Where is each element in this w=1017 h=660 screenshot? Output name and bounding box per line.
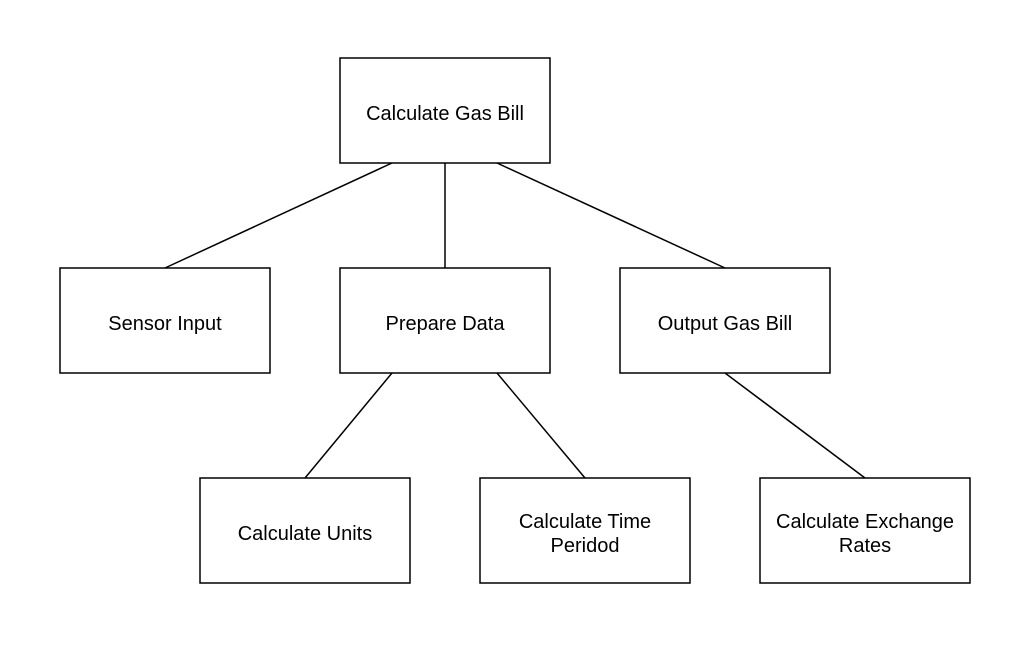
node-label: Output Gas Bill [658,313,793,335]
node-label: Sensor Input [108,313,222,335]
node-label-line-2: Rates [839,535,891,557]
node-label: Calculate Gas Bill [366,103,524,125]
node-calculate-time-period[interactable]: Calculate Time Peridod [479,477,691,584]
node-sensor-input[interactable]: Sensor Input [59,267,271,374]
node-label-line-2: Peridod [551,535,620,557]
edge-prepare-data-to-calculate-units [304,372,393,479]
edge-prepare-data-to-calculate-time-period [496,372,586,479]
edge-root-to-output-gas-bill [496,162,726,269]
node-box [759,477,971,584]
node-label: Prepare Data [386,313,506,335]
node-box [199,477,411,584]
node-box [479,477,691,584]
node-box [619,267,831,374]
edge-root-to-sensor-input [164,162,393,269]
node-label-line-1: Calculate Time [519,511,651,533]
edge-output-gas-bill-to-calculate-exchange-rates [724,372,866,479]
node-box [339,267,551,374]
node-prepare-data[interactable]: Prepare Data [339,267,551,374]
node-calculate-units[interactable]: Calculate Units [199,477,411,584]
node-box [339,57,551,164]
node-box [59,267,271,374]
node-calculate-gas-bill[interactable]: Calculate Gas Bill [339,57,551,164]
node-output-gas-bill[interactable]: Output Gas Bill [619,267,831,374]
node-calculate-exchange-rates[interactable]: Calculate Exchange Rates [759,477,971,584]
node-label-line-1: Calculate Exchange [776,511,954,533]
node-label: Calculate Units [238,523,373,545]
